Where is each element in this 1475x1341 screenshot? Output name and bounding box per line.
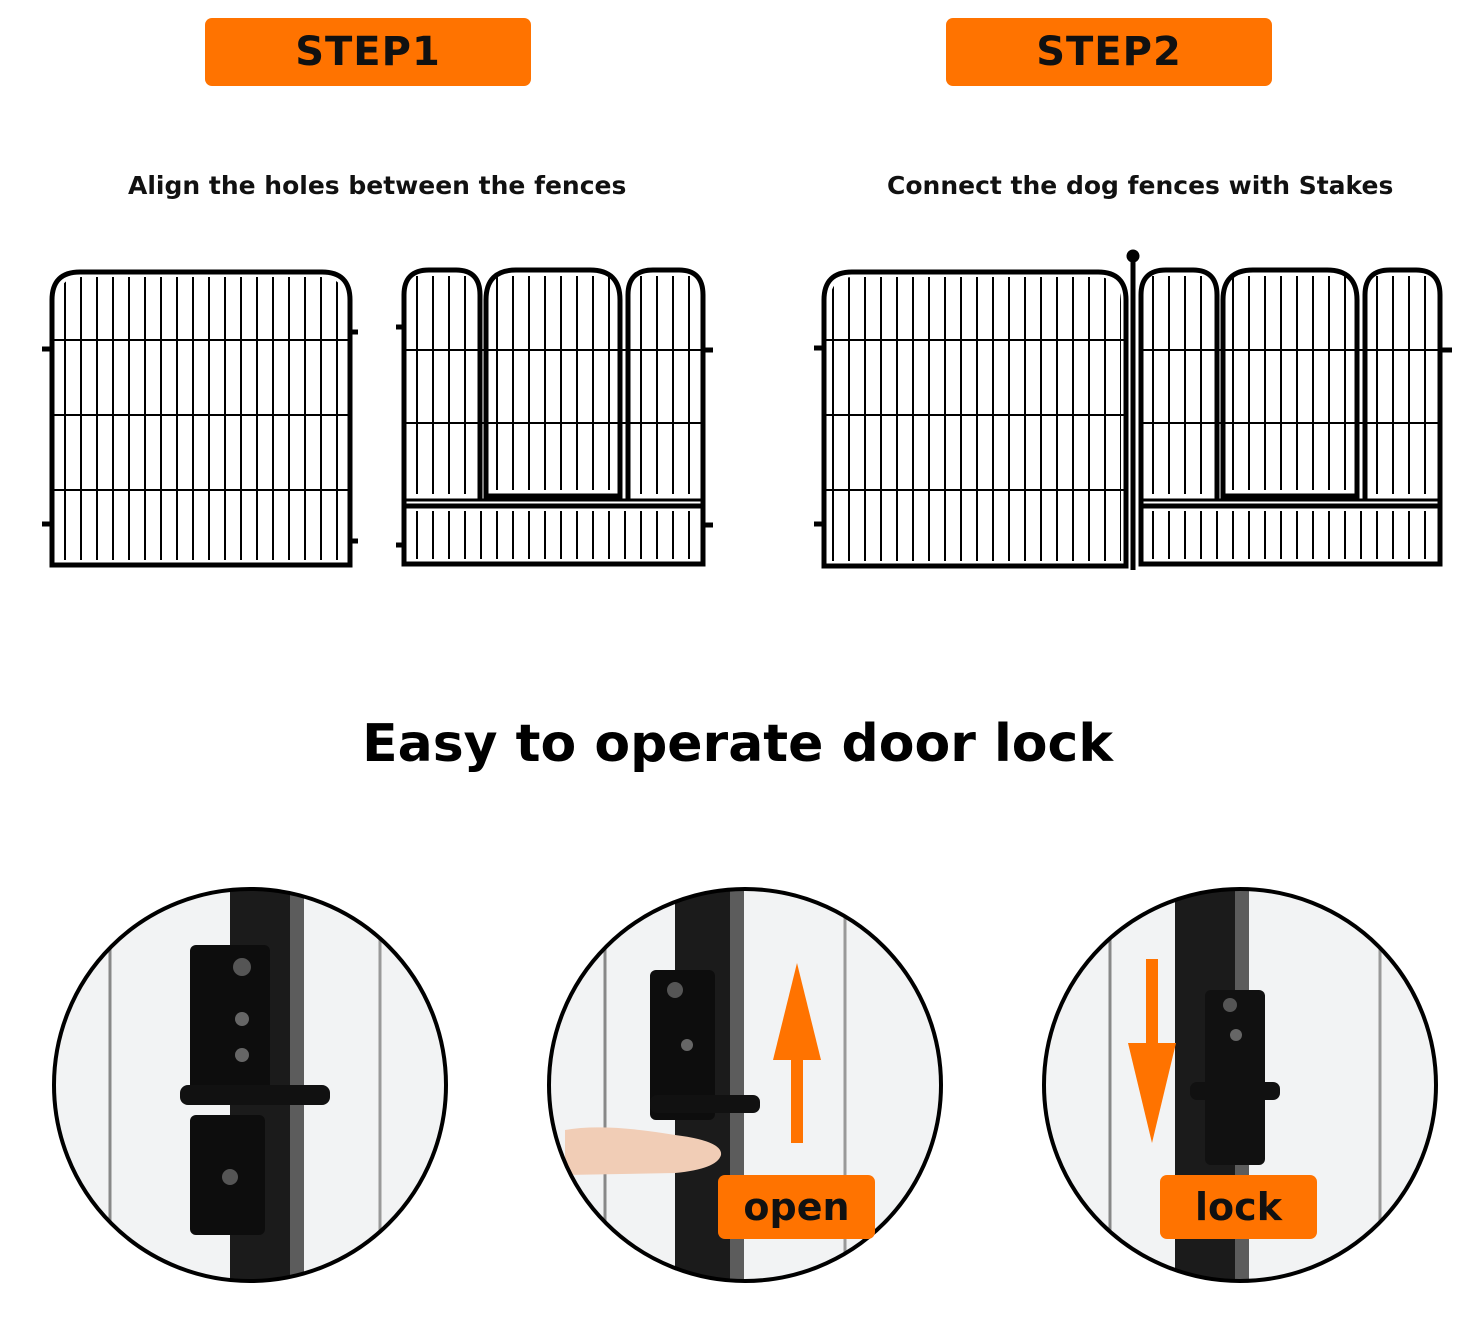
fence-illustration — [42, 249, 1452, 570]
fence-panel-step2-door — [1138, 267, 1452, 567]
step1-badge: STEP1 — [205, 18, 531, 86]
step2-badge: STEP2 — [946, 18, 1272, 86]
fence-panel-step2-left — [814, 269, 1129, 569]
lock-detail-photo-1 — [52, 887, 448, 1283]
headline: Easy to operate door lock — [362, 714, 1113, 774]
lock-label: lock — [1195, 1185, 1282, 1229]
step1-caption: Align the holes between the fences — [128, 171, 627, 200]
lock-label-badge: lock — [1160, 1175, 1317, 1239]
arrow-down-icon — [1128, 959, 1176, 1143]
open-label-badge: open — [718, 1175, 875, 1239]
step2-label: STEP2 — [1036, 29, 1182, 75]
stake — [1126, 249, 1140, 570]
fence-panel-step1-left — [42, 269, 358, 568]
arrow-up-icon — [773, 963, 821, 1143]
step2-caption: Connect the dog fences with Stakes — [887, 171, 1394, 200]
fence-panel-step1-door — [396, 267, 713, 567]
step1-label: STEP1 — [295, 29, 441, 75]
open-label: open — [743, 1185, 850, 1229]
